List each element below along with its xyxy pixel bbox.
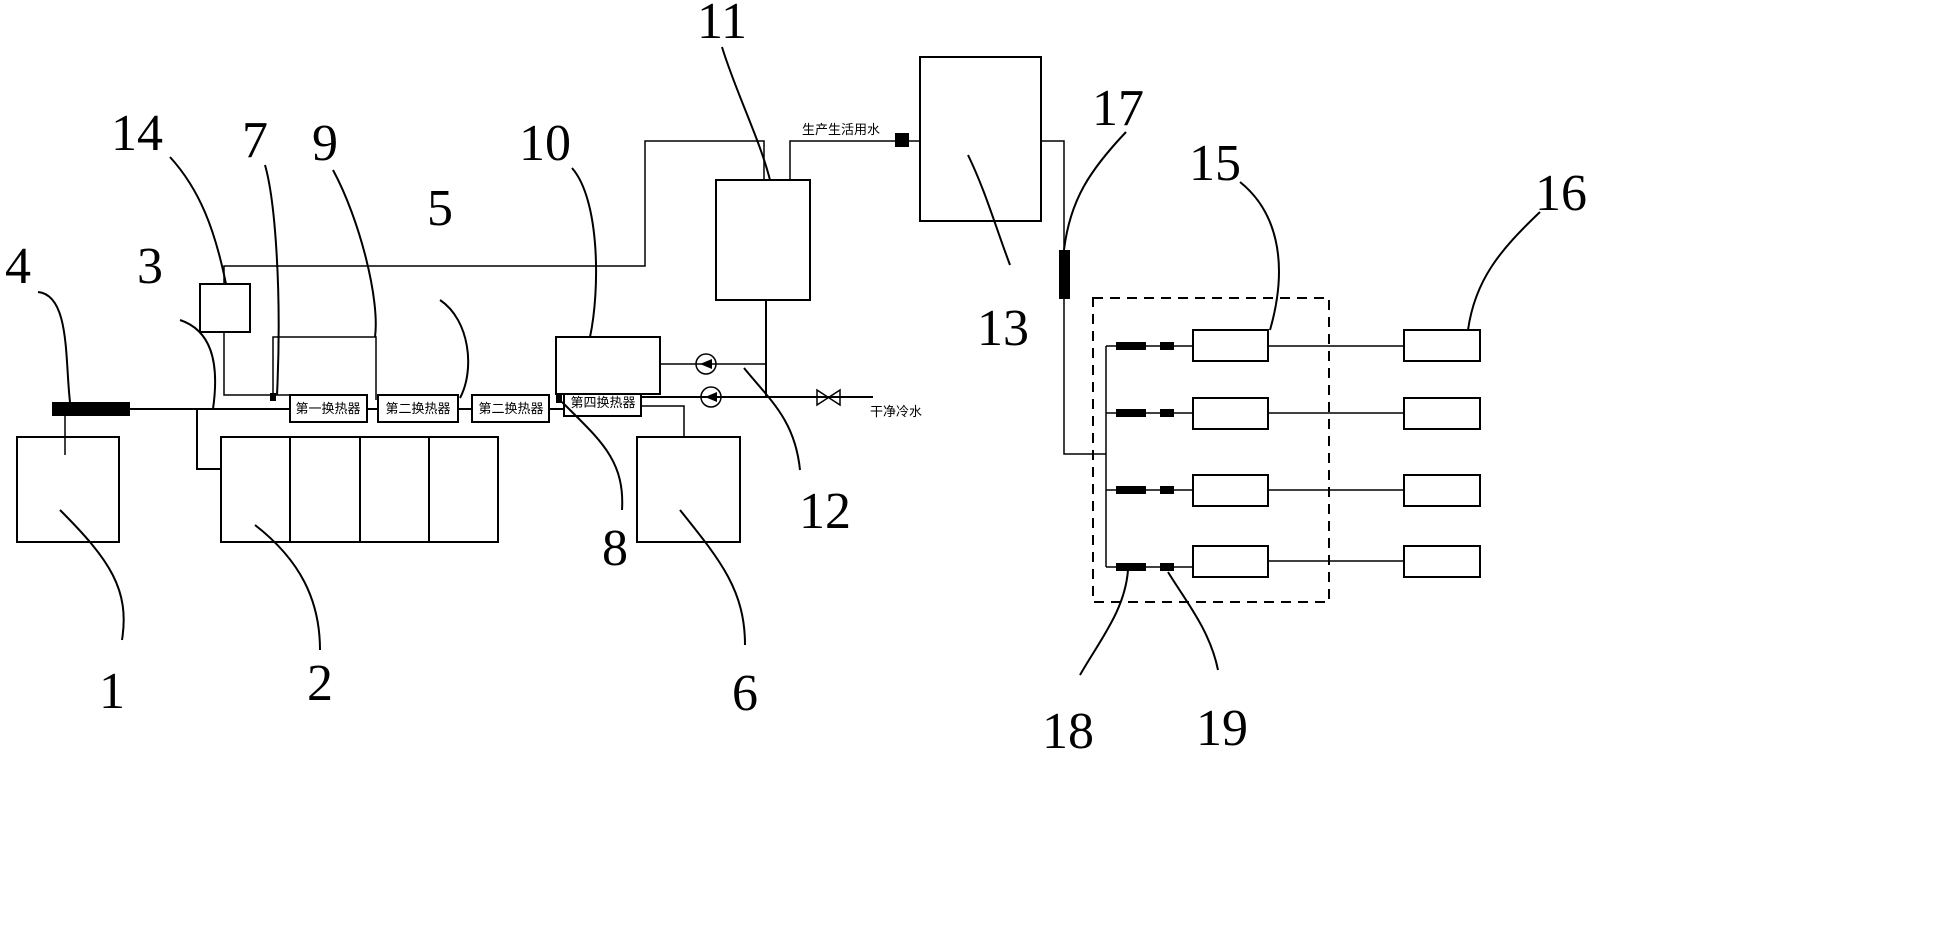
component-16-box-row4 — [1403, 545, 1481, 578]
branch-row-4 — [1106, 545, 1481, 578]
label-17: 17 — [1092, 80, 1144, 137]
label-13: 13 — [977, 300, 1029, 357]
label-14: 14 — [111, 105, 163, 162]
label-4: 4 — [5, 238, 31, 295]
component-11-tank — [715, 179, 811, 301]
component-15-dashed-region — [1092, 297, 1330, 603]
component-6-tank — [636, 436, 741, 543]
component-18-bar-row1 — [1116, 342, 1146, 350]
domestic-water-marker — [895, 133, 909, 147]
label-7: 7 — [242, 112, 268, 169]
component-19-bar-row2 — [1160, 409, 1174, 417]
component-17-bar — [1059, 250, 1070, 299]
fourth-heat-exchanger-label: 第四换热器 — [570, 396, 635, 411]
component-18-bar-row2 — [1116, 409, 1146, 417]
label-3: 3 — [137, 238, 163, 295]
label-18: 18 — [1042, 703, 1094, 760]
component-4-black-bar — [52, 402, 130, 416]
label-19: 19 — [1196, 700, 1248, 757]
branch-row-2 — [1106, 397, 1481, 430]
row3-inner-box — [1192, 474, 1269, 507]
component-16-box-row2 — [1403, 397, 1481, 430]
component-10-box — [555, 336, 661, 395]
branch-row-3 — [1106, 474, 1481, 507]
third-heat-exchanger — [471, 394, 550, 423]
component-19-bar-row4 — [1160, 563, 1174, 571]
label-2: 2 — [307, 655, 333, 712]
component-18-bar-row3 — [1116, 486, 1146, 494]
label-9: 9 — [312, 115, 338, 172]
component-19-bar-row1 — [1160, 342, 1174, 350]
second-heat-exchanger-label: 第二换热器 — [385, 402, 450, 417]
label-11: 11 — [697, 0, 747, 50]
component-7-marker — [270, 393, 276, 401]
label-12: 12 — [799, 483, 851, 540]
row2-inner-box — [1192, 397, 1269, 430]
component-16-box-row3 — [1403, 474, 1481, 507]
clean-cold-water-label: 干净冷水 — [870, 405, 922, 420]
component-14-box — [199, 283, 251, 333]
third-heat-exchanger-label: 第二换热器 — [478, 402, 543, 417]
label-6: 6 — [732, 665, 758, 722]
pump-upper-icon — [695, 353, 717, 375]
branch-row-1 — [1106, 329, 1481, 362]
label-8: 8 — [602, 520, 628, 577]
component-16-box-row1 — [1403, 329, 1481, 362]
component-13-tank — [919, 56, 1042, 222]
label-5: 5 — [427, 180, 453, 237]
valve-icon — [816, 388, 841, 407]
component-1-tank — [16, 436, 120, 543]
label-15: 15 — [1189, 135, 1241, 192]
component-8-marker — [556, 393, 562, 403]
label-10: 10 — [519, 115, 571, 172]
row4-inner-box — [1192, 545, 1269, 578]
component-19-bar-row3 — [1160, 486, 1174, 494]
row1-inner-box — [1192, 329, 1269, 362]
first-heat-exchanger-label: 第一换热器 — [295, 402, 360, 417]
label-1: 1 — [99, 663, 125, 720]
component-18-bar-row4 — [1116, 563, 1146, 571]
label-16: 16 — [1535, 165, 1587, 222]
pump-lower-icon — [700, 386, 722, 408]
domestic-water-label: 生产生活用水 — [802, 123, 880, 138]
